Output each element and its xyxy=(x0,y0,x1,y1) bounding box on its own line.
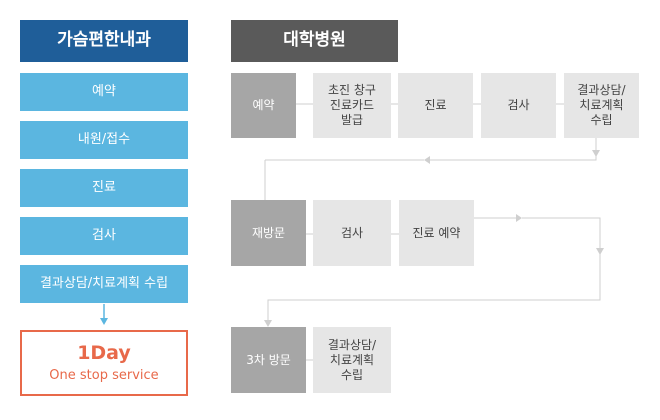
connector-row1-row2 xyxy=(430,138,597,161)
left-step-examination: 검사 xyxy=(20,217,188,255)
row3-step-third-visit: 3차 방문 xyxy=(231,327,306,393)
row2-step-examination: 검사 xyxy=(313,200,391,266)
left-step-checkin: 내원/접수 xyxy=(20,121,188,159)
oneday-box: 1Day One stop service xyxy=(20,330,188,396)
right-hospital-title: 대학병원 xyxy=(231,20,398,62)
left-clinic-title: 가슴편한내과 xyxy=(20,20,188,62)
row1-step-result-plan: 결과상담/ 치료계획 수립 xyxy=(564,73,639,138)
row3-step-result-plan: 결과상담/ 치료계획 수립 xyxy=(313,327,391,393)
left-step-reservation: 예약 xyxy=(20,73,188,111)
row1-step-examination: 검사 xyxy=(481,73,556,138)
row1-step-first-visit-card: 초진 창구 진료카드 발급 xyxy=(313,73,391,138)
row1-step-consultation: 진료 xyxy=(398,73,473,138)
row1-step-reservation: 예약 xyxy=(231,73,296,138)
left-step-consultation: 진료 xyxy=(20,169,188,207)
oneday-subtitle: One stop service xyxy=(49,367,159,383)
row2-step-revisit: 재방문 xyxy=(231,200,306,266)
row2-step-consult-reservation: 진료 예약 xyxy=(399,200,474,266)
connector-row2-row3 xyxy=(267,217,601,326)
oneday-title: 1Day xyxy=(77,342,131,364)
left-step-result-plan: 결과상담/치료계획 수립 xyxy=(20,265,188,303)
left-flow-arrow-head xyxy=(100,318,108,325)
